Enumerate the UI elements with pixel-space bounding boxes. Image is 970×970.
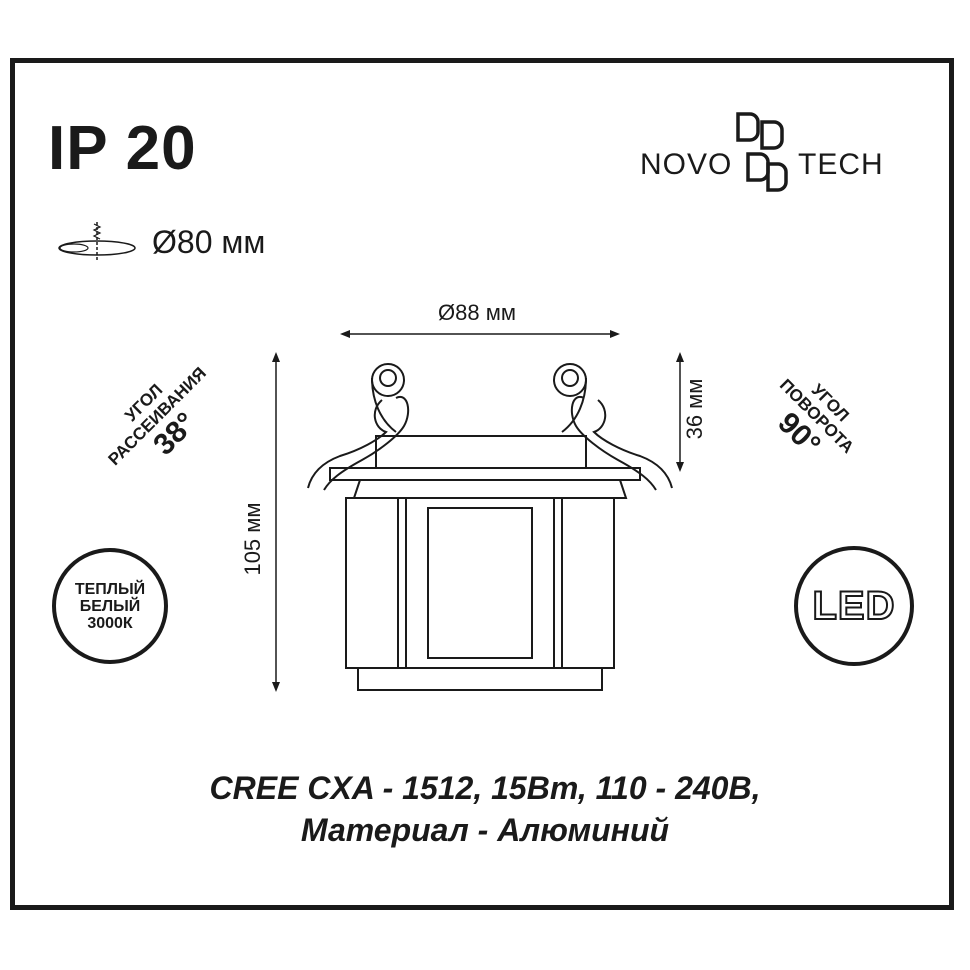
fixture-drawing (307, 363, 673, 691)
led-badge: LED (794, 546, 914, 666)
diagram-frame (10, 58, 954, 910)
brand-logo-mark (736, 112, 788, 192)
color-temperature-badge: ТЕПЛЫЙ БЕЛЫЙ 3000К (52, 548, 168, 664)
depth-dimension-arrow (676, 352, 684, 472)
height-dimension-arrow (272, 352, 280, 692)
ip-rating: IP 20 (48, 114, 197, 183)
color-badge-line1: ТЕПЛЫЙ (74, 580, 146, 598)
specs-line2: Материал - Алюминий (300, 812, 670, 848)
color-badge-line2: БЕЛЫЙ (79, 597, 141, 615)
brand-text-right: TECH (798, 148, 884, 181)
brand-logo: NOVO TECH (640, 108, 920, 198)
recessed-cutout-icon (58, 222, 136, 262)
diameter-dimension-label: Ø88 мм (438, 300, 516, 325)
cutout-diameter-label: Ø80 мм (152, 224, 266, 260)
depth-dimension-label: 36 мм (682, 378, 707, 440)
led-label: LED (812, 584, 896, 628)
specs-line1: CREE CXA - 1512, 15Вт, 110 - 240В, (209, 770, 761, 806)
color-badge-line3: 3000К (87, 614, 133, 632)
diameter-dimension-arrow (340, 330, 620, 338)
brand-text-left: NOVO (640, 148, 733, 181)
height-dimension-label: 105 мм (240, 502, 265, 576)
